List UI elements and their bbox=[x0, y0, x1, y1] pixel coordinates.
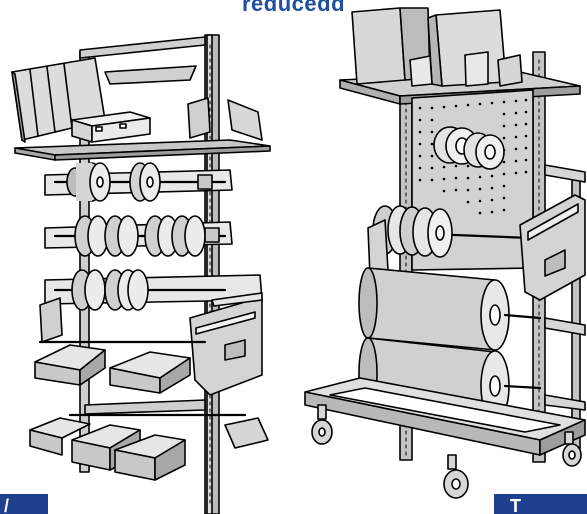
left-bin-rail-1 bbox=[34, 340, 207, 394]
left-literature-pocket bbox=[189, 292, 263, 396]
left-top-shelf bbox=[11, 57, 271, 161]
left-cart-illustration bbox=[11, 34, 271, 514]
header-caption: reducedd bbox=[241, 0, 346, 16]
left-side-panel bbox=[39, 297, 63, 343]
right-cart-casters bbox=[311, 404, 582, 499]
right-tab-label[interactable]: T bbox=[494, 494, 587, 514]
right-side-shelves bbox=[544, 164, 586, 411]
left-roll-rack-2 bbox=[44, 215, 233, 257]
left-tab-label[interactable]: / bbox=[0, 494, 48, 514]
left-bin-rail-2 bbox=[29, 413, 269, 481]
right-roll-rack bbox=[367, 205, 532, 277]
right-cart-base bbox=[304, 377, 586, 456]
right-cart-illustration bbox=[304, 7, 586, 499]
left-roll-rack-1 bbox=[44, 162, 233, 202]
left-cart-base bbox=[84, 399, 206, 415]
right-literature-pocket bbox=[519, 194, 586, 301]
right-top-shelf bbox=[339, 7, 581, 105]
left-top-header bbox=[79, 36, 206, 85]
